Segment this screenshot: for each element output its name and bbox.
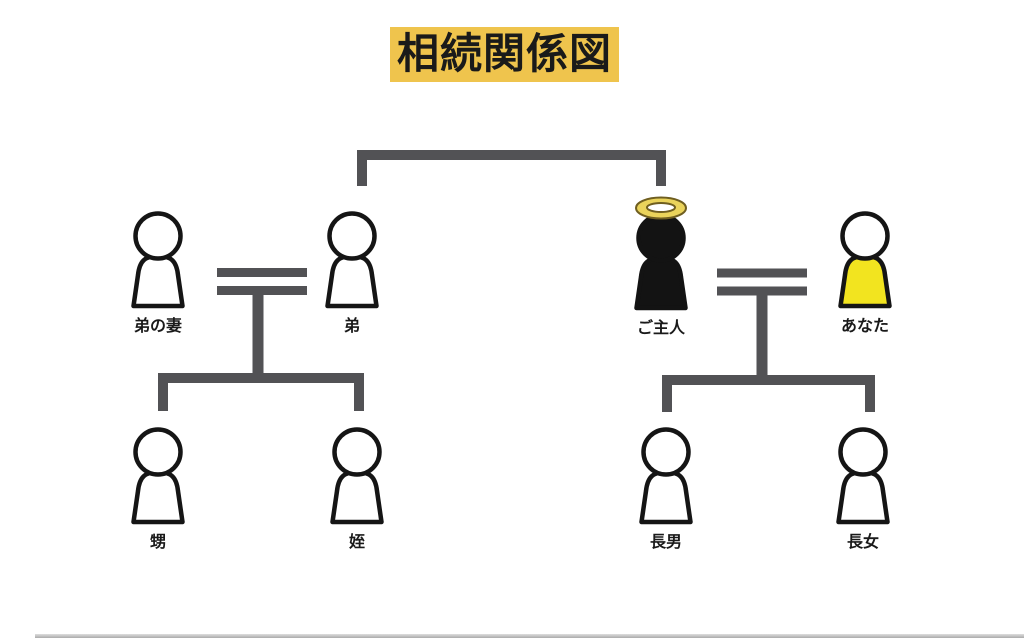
person-label: あなた [840, 318, 889, 335]
person-label: 姪 [348, 534, 365, 551]
person-label: 弟 [343, 318, 360, 335]
person-icon [131, 211, 185, 309]
person-eldest-daughter: 長女 [813, 427, 913, 559]
person-label: 長女 [846, 534, 879, 551]
person-icon [639, 427, 693, 525]
person-icon [131, 427, 185, 525]
person-eldest-son: 長男 [616, 427, 716, 559]
person-label: 甥 [149, 534, 166, 551]
person-nephew: 甥 [108, 427, 208, 559]
person-you: あなた [815, 211, 915, 343]
person-husband: ご主人 [611, 196, 711, 345]
person-brother: 弟 [302, 211, 402, 343]
sibling-connector [357, 150, 666, 186]
halo-icon [635, 196, 687, 220]
children-bracket-right [662, 375, 875, 412]
person-icon [634, 213, 688, 311]
person-label: 弟の妻 [133, 318, 182, 335]
person-icon [325, 211, 379, 309]
person-icon [836, 427, 890, 525]
person-icon [838, 211, 892, 309]
person-icon [330, 427, 384, 525]
bottom-edge-bar [35, 634, 1024, 638]
person-brothers-wife: 弟の妻 [108, 211, 208, 343]
person-niece: 姪 [307, 427, 407, 559]
children-bracket-left [158, 373, 364, 411]
person-label: 長男 [649, 534, 682, 551]
person-label: ご主人 [636, 320, 685, 337]
page-title: 相続関係図 [390, 27, 620, 83]
